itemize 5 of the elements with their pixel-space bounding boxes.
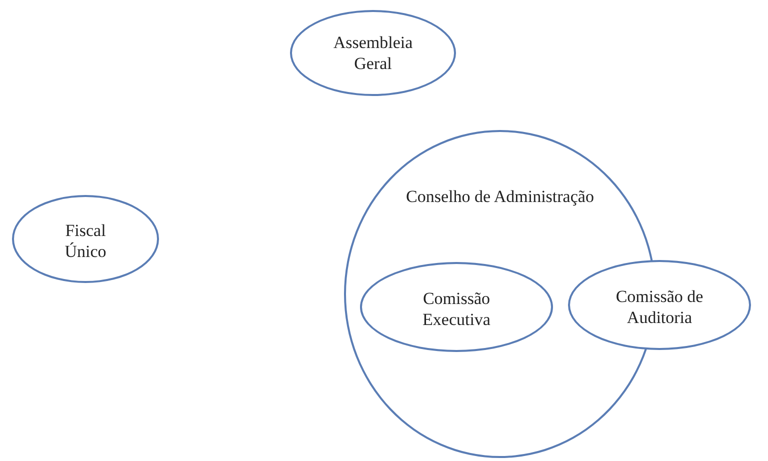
- organ-label: Comissão de Auditoria: [614, 286, 704, 328]
- organ-label: Conselho de Administração: [405, 186, 595, 207]
- organ-label: Assembleia Geral: [332, 32, 414, 74]
- organ-label: Fiscal Único: [64, 220, 108, 262]
- organ-label: Comissão Executiva: [422, 288, 492, 330]
